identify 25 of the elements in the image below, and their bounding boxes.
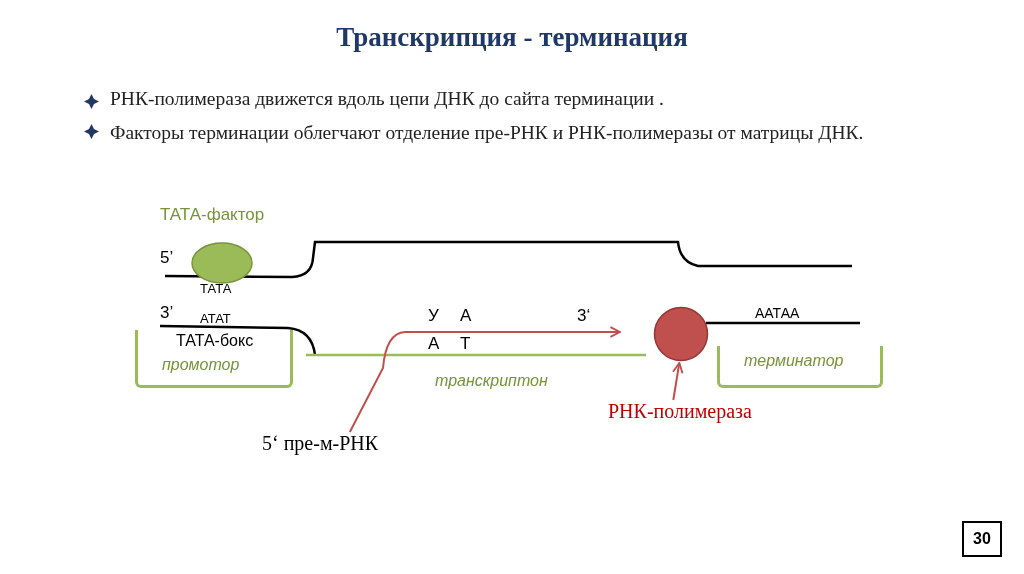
strand-end-label: 3’ bbox=[160, 303, 174, 323]
box-label: ТАТА-бокс bbox=[176, 332, 254, 350]
base-label: А bbox=[460, 306, 472, 326]
region-label: терминатор bbox=[744, 352, 844, 370]
slide-title: Транскрипция - терминация bbox=[336, 22, 688, 52]
leader-label: РНК-полимераза bbox=[608, 400, 752, 423]
strand-end-label: 3‘ bbox=[577, 306, 591, 326]
bullet-text: РНК-полимераза движется вдоль цепи ДНК до сайта терминации . bbox=[110, 88, 664, 110]
region-label: промотор bbox=[162, 356, 240, 374]
base-label: Т bbox=[460, 334, 471, 354]
page-number: 30 bbox=[962, 521, 1002, 557]
rna-strand-arrow bbox=[348, 326, 621, 433]
bullet-text: Факторы терминации облегчают отделение пре-РНК и РНК-полимеразы от матрицы ДНК. bbox=[110, 121, 865, 145]
region-bracket bbox=[135, 330, 293, 388]
leader-arrow bbox=[672, 362, 684, 401]
sequence-label: АТАТ bbox=[200, 311, 231, 326]
factor-label: ТАТА-фактор bbox=[160, 205, 265, 225]
rna-label: 5‘ пре-м-РНК bbox=[262, 432, 379, 455]
sequence-label: ААТАА bbox=[755, 305, 800, 321]
base-label: А bbox=[428, 334, 440, 354]
region-bracket bbox=[717, 346, 883, 388]
strand-end-label: 5’ bbox=[160, 248, 174, 268]
base-label: У bbox=[428, 306, 439, 326]
sequence-label: ТАТА bbox=[200, 281, 232, 296]
region-label: транскриптон bbox=[435, 372, 548, 390]
